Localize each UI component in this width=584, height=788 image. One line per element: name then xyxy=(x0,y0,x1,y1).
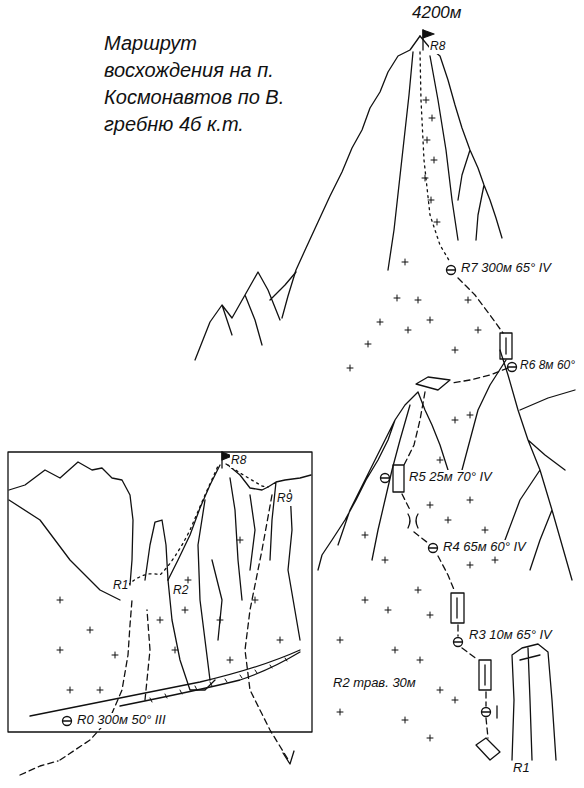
inset-face-lines xyxy=(168,478,255,690)
inset-peak xyxy=(168,465,311,640)
altitude-label: 4200м xyxy=(411,3,462,23)
inset-route-dotted xyxy=(128,464,268,585)
belay-label: R8 xyxy=(230,454,247,468)
pitch-label: R0 300м 50° III xyxy=(76,713,167,728)
pitch-box xyxy=(393,465,404,492)
pitch-label: R3 10м 65° IV xyxy=(468,628,553,643)
summit-flag xyxy=(423,30,434,38)
pitch-label: R6 8м 60° xyxy=(519,359,576,373)
inset-ridge xyxy=(9,462,133,600)
left-spur xyxy=(195,272,296,360)
descent-arrow xyxy=(283,751,294,764)
belay-label: R2 xyxy=(172,584,189,598)
pitch-box xyxy=(505,338,506,354)
bergschrund xyxy=(30,650,300,716)
rock-pillar xyxy=(512,644,556,760)
pitch-label: R4 65м 60° IV xyxy=(442,540,527,555)
belay-symbol xyxy=(63,717,72,726)
title: Маршрут восхождения на п. Космонавтов по… xyxy=(104,30,309,138)
inset-spire xyxy=(145,520,168,580)
pitch-label: R2 трав. 30м xyxy=(332,676,417,691)
snow-marks xyxy=(57,537,283,693)
ledge-plate xyxy=(416,377,450,390)
snow-marks xyxy=(337,97,498,741)
inset-route-dashed xyxy=(20,495,289,775)
route-dotted xyxy=(420,52,450,262)
belay-label: R9 xyxy=(276,492,293,506)
inset-view xyxy=(8,452,312,775)
start-plate xyxy=(476,738,500,760)
pitch-label: R5 25м 70° IV xyxy=(408,470,493,485)
crack-mark xyxy=(408,514,418,528)
inset-frame xyxy=(8,452,312,732)
belay-label: R1 xyxy=(112,579,129,593)
pitch-box xyxy=(500,333,512,359)
belay-label: R1 xyxy=(512,761,531,776)
belay-symbol xyxy=(381,266,517,717)
pitch-label: R7 300м 65° IV xyxy=(460,261,552,276)
pitch-mark xyxy=(496,706,497,718)
belay-label: R8 xyxy=(429,40,446,54)
bergschrund-hatch xyxy=(150,658,287,702)
couloir-edge xyxy=(388,52,458,270)
